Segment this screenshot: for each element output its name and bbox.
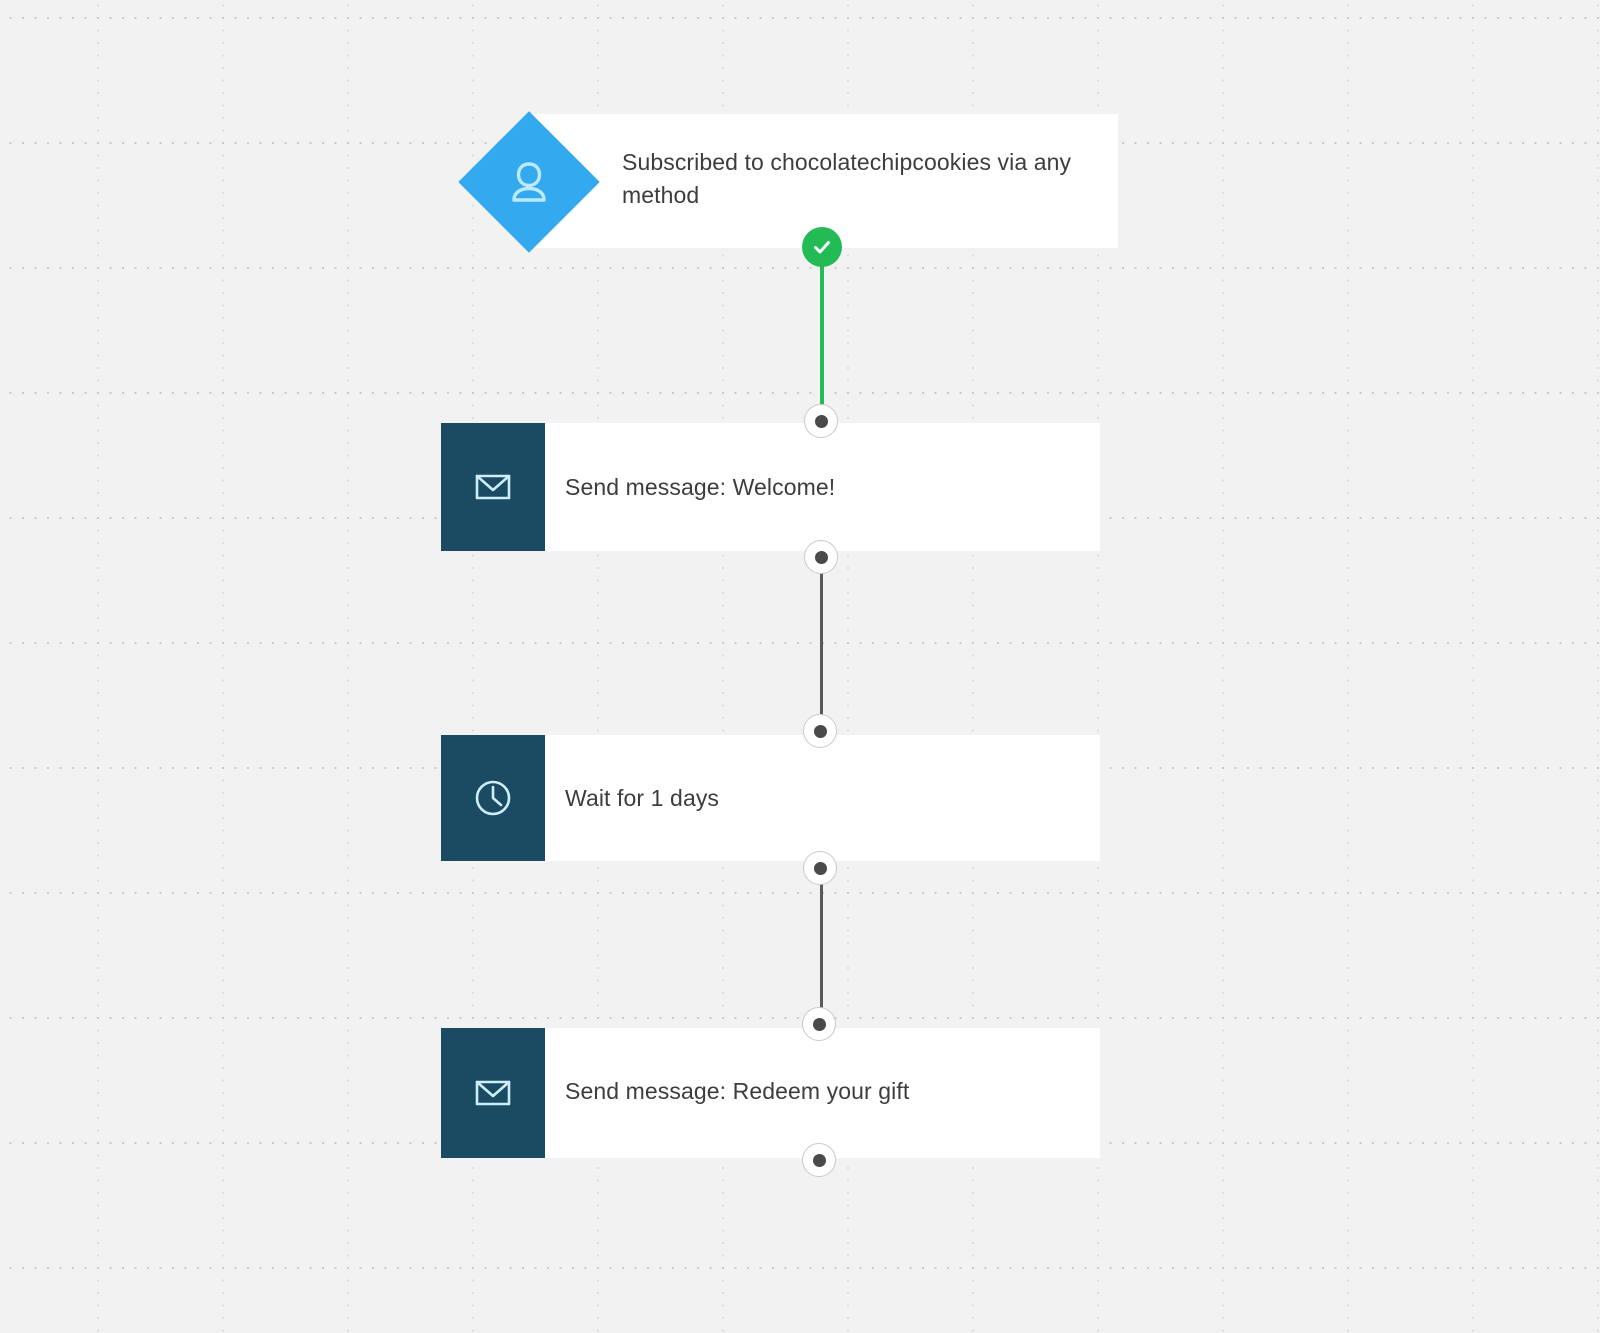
envelope-icon [441,1028,545,1158]
connector-trigger-to-welcome [820,248,824,423]
connector-welcome-to-wait [820,557,823,731]
port-wait-input[interactable] [803,714,837,748]
step-node-label-redeem: Send message: Redeem your gift [565,1078,910,1104]
step-node-wait[interactable] [441,735,1100,861]
port-redeem-input[interactable] [802,1007,836,1041]
port-welcome-input[interactable] [804,404,838,438]
clock-icon [441,735,545,861]
trigger-node-label: Subscribed to chocolatechipcookies via a… [622,149,1072,208]
trigger-node-card[interactable] [528,114,1118,248]
step-node-label-welcome: Send message: Welcome! [565,474,836,500]
connector-wait-to-redeem [820,869,823,1024]
status-badge[interactable] [802,227,842,267]
person-icon [459,112,599,252]
check-icon [814,241,830,254]
port-wait-output[interactable] [803,851,837,885]
envelope-icon [441,423,545,551]
step-node-label-wait: Wait for 1 days [565,785,720,811]
step-node-send-welcome[interactable] [441,423,1100,551]
step-node-send-redeem[interactable] [441,1028,1100,1158]
trigger-node-diamond[interactable] [458,111,600,253]
port-redeem-output[interactable] [802,1143,836,1177]
port-welcome-output[interactable] [804,540,838,574]
